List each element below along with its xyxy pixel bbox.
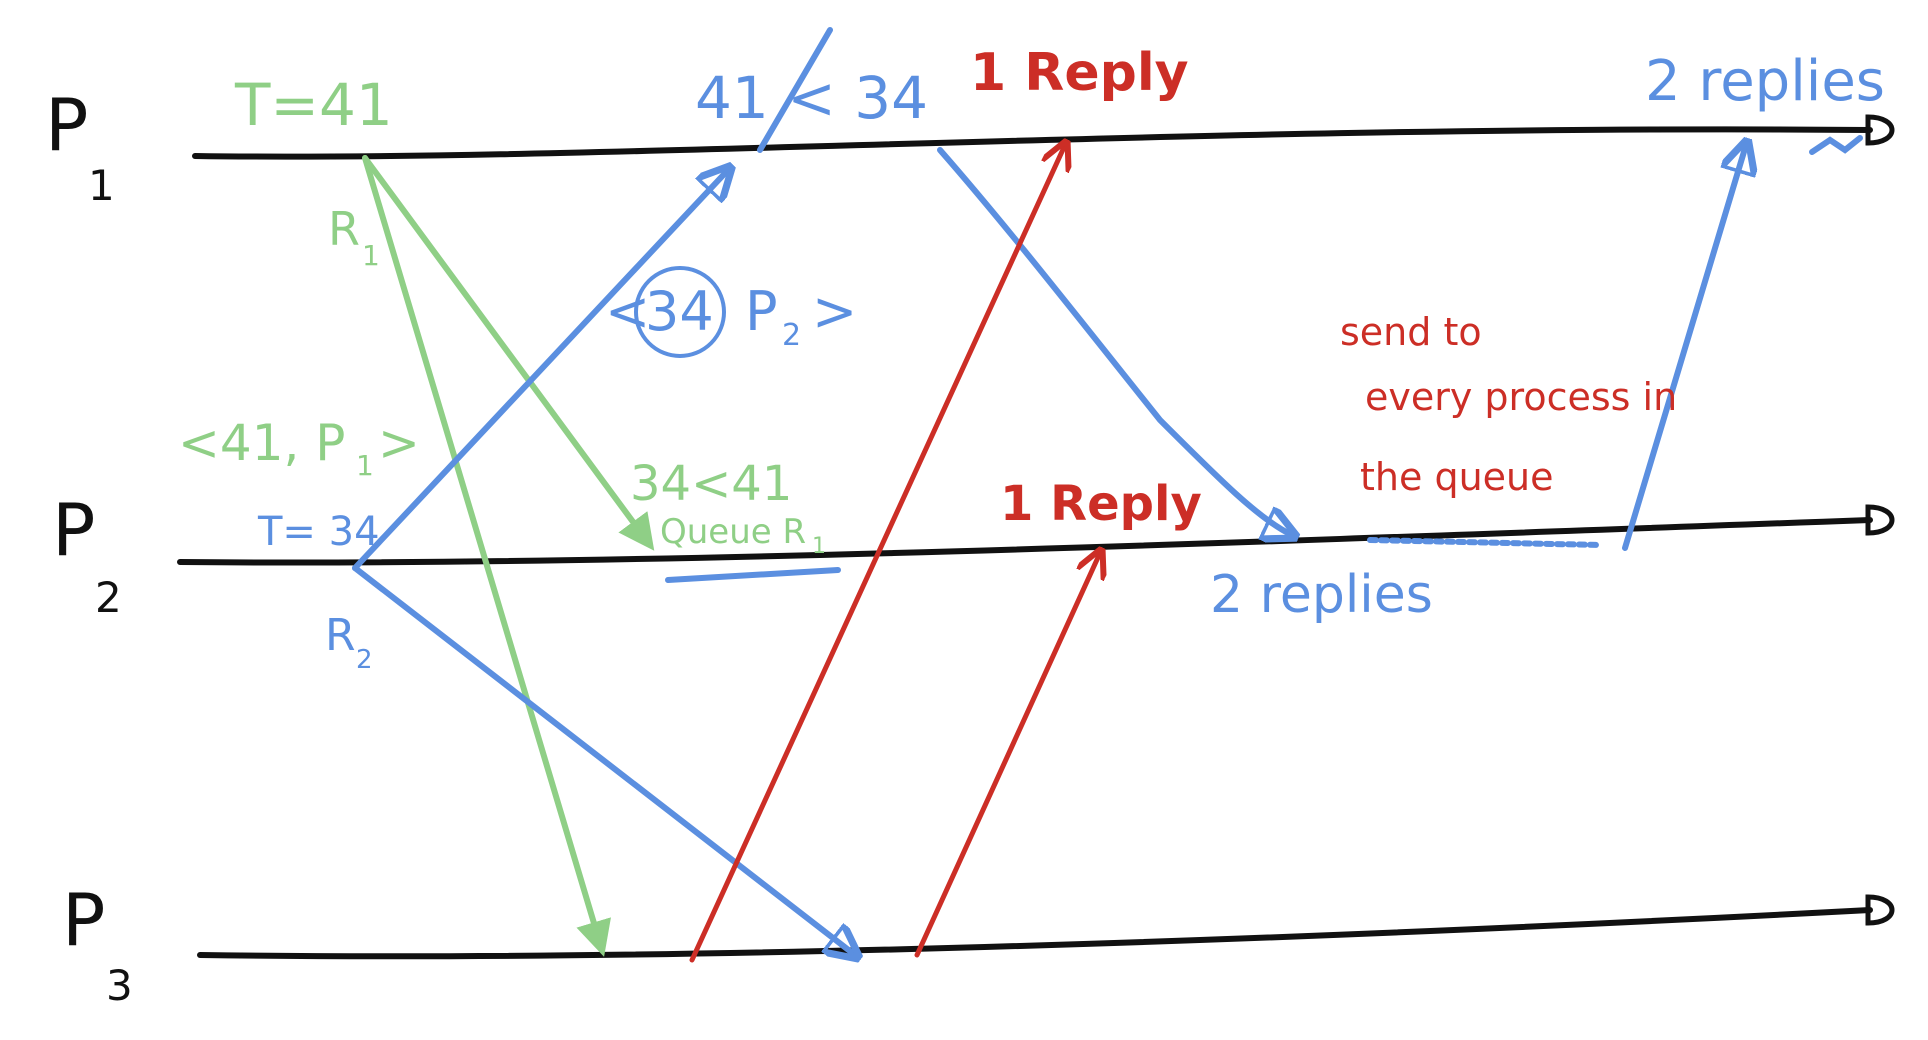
p2-critical-section: [1367, 537, 1603, 548]
p2-request-label: R 2: [325, 610, 373, 675]
p2-two-replies-label: 2 replies: [1210, 565, 1433, 625]
p1-end-scribble: [1809, 135, 1863, 155]
queue-note-line-2: every process in: [1365, 375, 1677, 419]
timeline-p2: [177, 517, 1873, 566]
message-p2-release-to-p1: [1622, 145, 1746, 551]
process-label-p1-letter: P: [45, 83, 88, 167]
p1-one-reply-label: 1 Reply: [970, 43, 1189, 103]
p2-message-value: 34: [645, 280, 714, 343]
p1-compare-label: 41 < 34: [695, 64, 928, 132]
queue-underline: [665, 567, 841, 583]
p2-message-value-circle: [634, 266, 726, 358]
reply-p3-to-p2: [914, 553, 1100, 958]
process-label-p2-index: 2: [95, 573, 122, 622]
process-label-p2: P 2: [52, 488, 122, 622]
p1-message-end: >: [378, 414, 420, 472]
p1-message-sub: 1: [356, 449, 374, 482]
message-p2-to-p3: [352, 565, 855, 955]
timeline-p3: [197, 907, 1873, 960]
process-label-p3-letter: P: [62, 878, 105, 962]
p1-two-replies-label: 2 replies: [1645, 49, 1885, 114]
p2-one-reply-label: 1 Reply: [1000, 476, 1202, 532]
process-label-p3: P 3: [62, 878, 133, 1010]
p2-message-close: >: [812, 280, 857, 343]
process-label-p1: P 1: [45, 83, 115, 210]
p1-request-letter: R: [328, 202, 360, 256]
p2-compare-label: 34<41: [630, 456, 792, 512]
process-label-p1-index: 1: [88, 161, 115, 210]
p2-request-letter: R: [325, 610, 356, 661]
queue-note-line-3: the queue: [1360, 455, 1554, 499]
timeline-p1-end-marker: [1865, 114, 1895, 146]
p2-request-sub: 2: [356, 645, 373, 675]
message-p1-to-p2: [362, 155, 655, 551]
queue-note-line-1: send to: [1340, 310, 1482, 354]
queue-note: send to every process in the queue: [1340, 310, 1677, 499]
p2-message-label: < 34 P 2 >: [605, 266, 857, 358]
p1-request-label: R 1: [328, 202, 380, 272]
p1-message-label: <41, P 1 >: [178, 414, 420, 482]
p2-timestamp-label: T= 34: [257, 509, 380, 555]
message-p2-to-p1: [352, 170, 728, 571]
message-p1-reply-to-p2: [937, 147, 1292, 535]
timeline-p1: [192, 126, 1873, 160]
p2-message-pid: P: [745, 280, 778, 343]
timeline-p2-end-marker: [1865, 504, 1895, 536]
timeline-p3-end-marker: [1865, 894, 1895, 926]
p1-timestamp-label: T=41: [234, 71, 393, 139]
p1-request-sub: 1: [362, 239, 380, 272]
p2-queue-sub: 1: [812, 534, 826, 559]
cross-out-mark: [757, 27, 833, 153]
reply-p3-to-p1: [689, 145, 1065, 963]
p2-queue-label: Queue R 1: [660, 512, 826, 559]
process-label-p3-index: 3: [106, 961, 133, 1010]
p2-message-pid-sub: 2: [782, 318, 801, 353]
p2-queue-text: Queue R: [660, 512, 806, 552]
process-label-p2-letter: P: [52, 488, 95, 572]
p1-message-text: <41, P: [178, 414, 345, 472]
message-p1-to-p3: [362, 155, 611, 957]
